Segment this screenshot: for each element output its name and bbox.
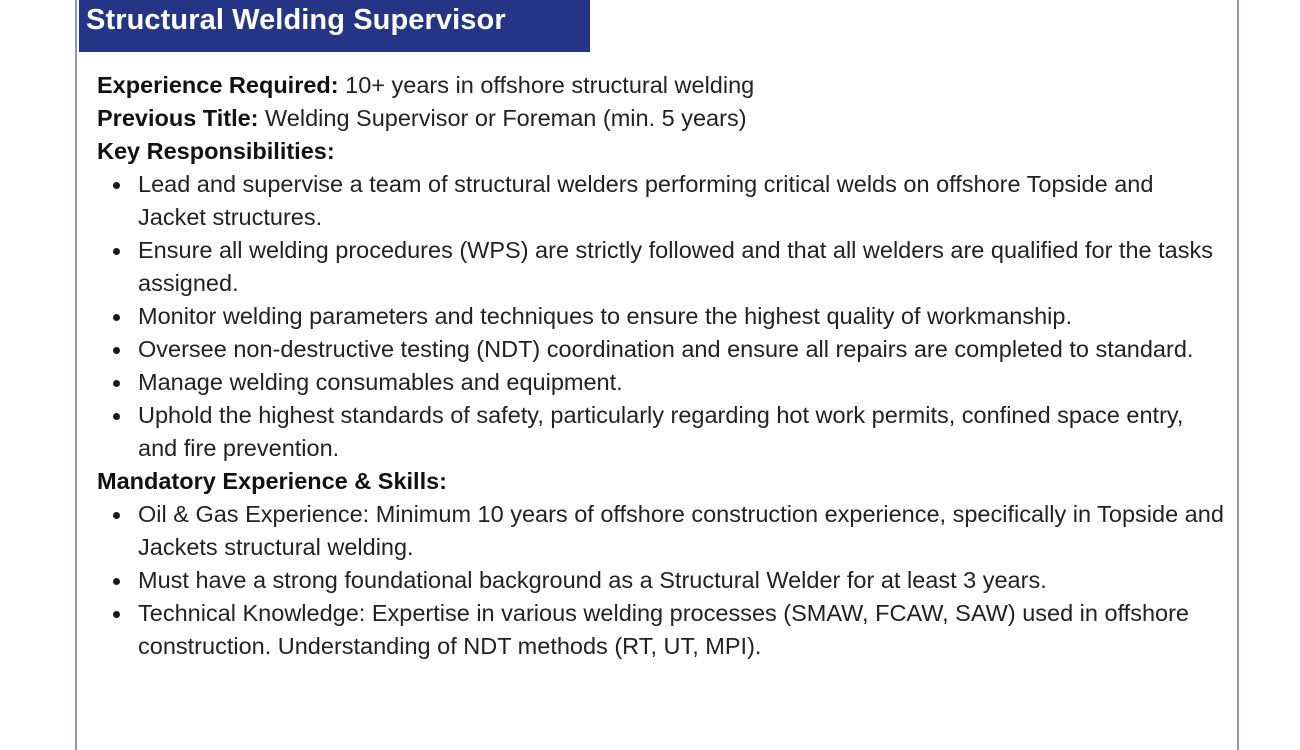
bullet-icon bbox=[113, 347, 120, 354]
list-item: Technical Knowledge: Expertise in variou… bbox=[97, 597, 1227, 663]
field-value: 10+ years in offshore structural welding bbox=[338, 72, 755, 98]
field-label: Experience Required: bbox=[97, 72, 339, 98]
bullet-icon bbox=[113, 512, 120, 519]
job-title: Structural Welding Supervisor bbox=[86, 4, 506, 36]
bullet-icon bbox=[113, 611, 120, 618]
field-label: Previous Title: bbox=[97, 105, 259, 131]
list-item: Oversee non-destructive testing (NDT) co… bbox=[97, 333, 1227, 366]
list-item: Must have a strong foundational backgrou… bbox=[97, 564, 1227, 597]
job-card: Structural Welding Supervisor Experience… bbox=[75, 0, 1239, 750]
bullet-icon bbox=[113, 182, 120, 189]
list-item: Lead and supervise a team of structural … bbox=[97, 168, 1227, 234]
field-value: Welding Supervisor or Foreman (min. 5 ye… bbox=[258, 105, 747, 131]
mandatory-skills-list: Oil & Gas Experience: Minimum 10 years o… bbox=[97, 498, 1227, 663]
job-details: Experience Required: 10+ years in offsho… bbox=[97, 69, 1227, 663]
experience-required-field: Experience Required: 10+ years in offsho… bbox=[97, 69, 1227, 102]
list-item: Ensure all welding procedures (WPS) are … bbox=[97, 234, 1227, 300]
bullet-icon bbox=[113, 380, 120, 387]
list-item: Manage welding consumables and equipment… bbox=[97, 366, 1227, 399]
list-item: Oil & Gas Experience: Minimum 10 years o… bbox=[97, 498, 1227, 564]
list-item: Uphold the highest standards of safety, … bbox=[97, 399, 1227, 465]
bullet-icon bbox=[113, 578, 120, 585]
bullet-icon bbox=[113, 314, 120, 321]
previous-title-field: Previous Title: Welding Supervisor or Fo… bbox=[97, 102, 1227, 135]
bullet-icon bbox=[113, 413, 120, 420]
list-item: Monitor welding parameters and technique… bbox=[97, 300, 1227, 333]
title-banner: Structural Welding Supervisor bbox=[79, 0, 590, 52]
key-responsibilities-heading: Key Responsibilities: bbox=[97, 138, 335, 164]
key-responsibilities-list: Lead and supervise a team of structural … bbox=[97, 168, 1227, 465]
mandatory-skills-heading: Mandatory Experience & Skills: bbox=[97, 468, 448, 494]
bullet-icon bbox=[113, 248, 120, 255]
